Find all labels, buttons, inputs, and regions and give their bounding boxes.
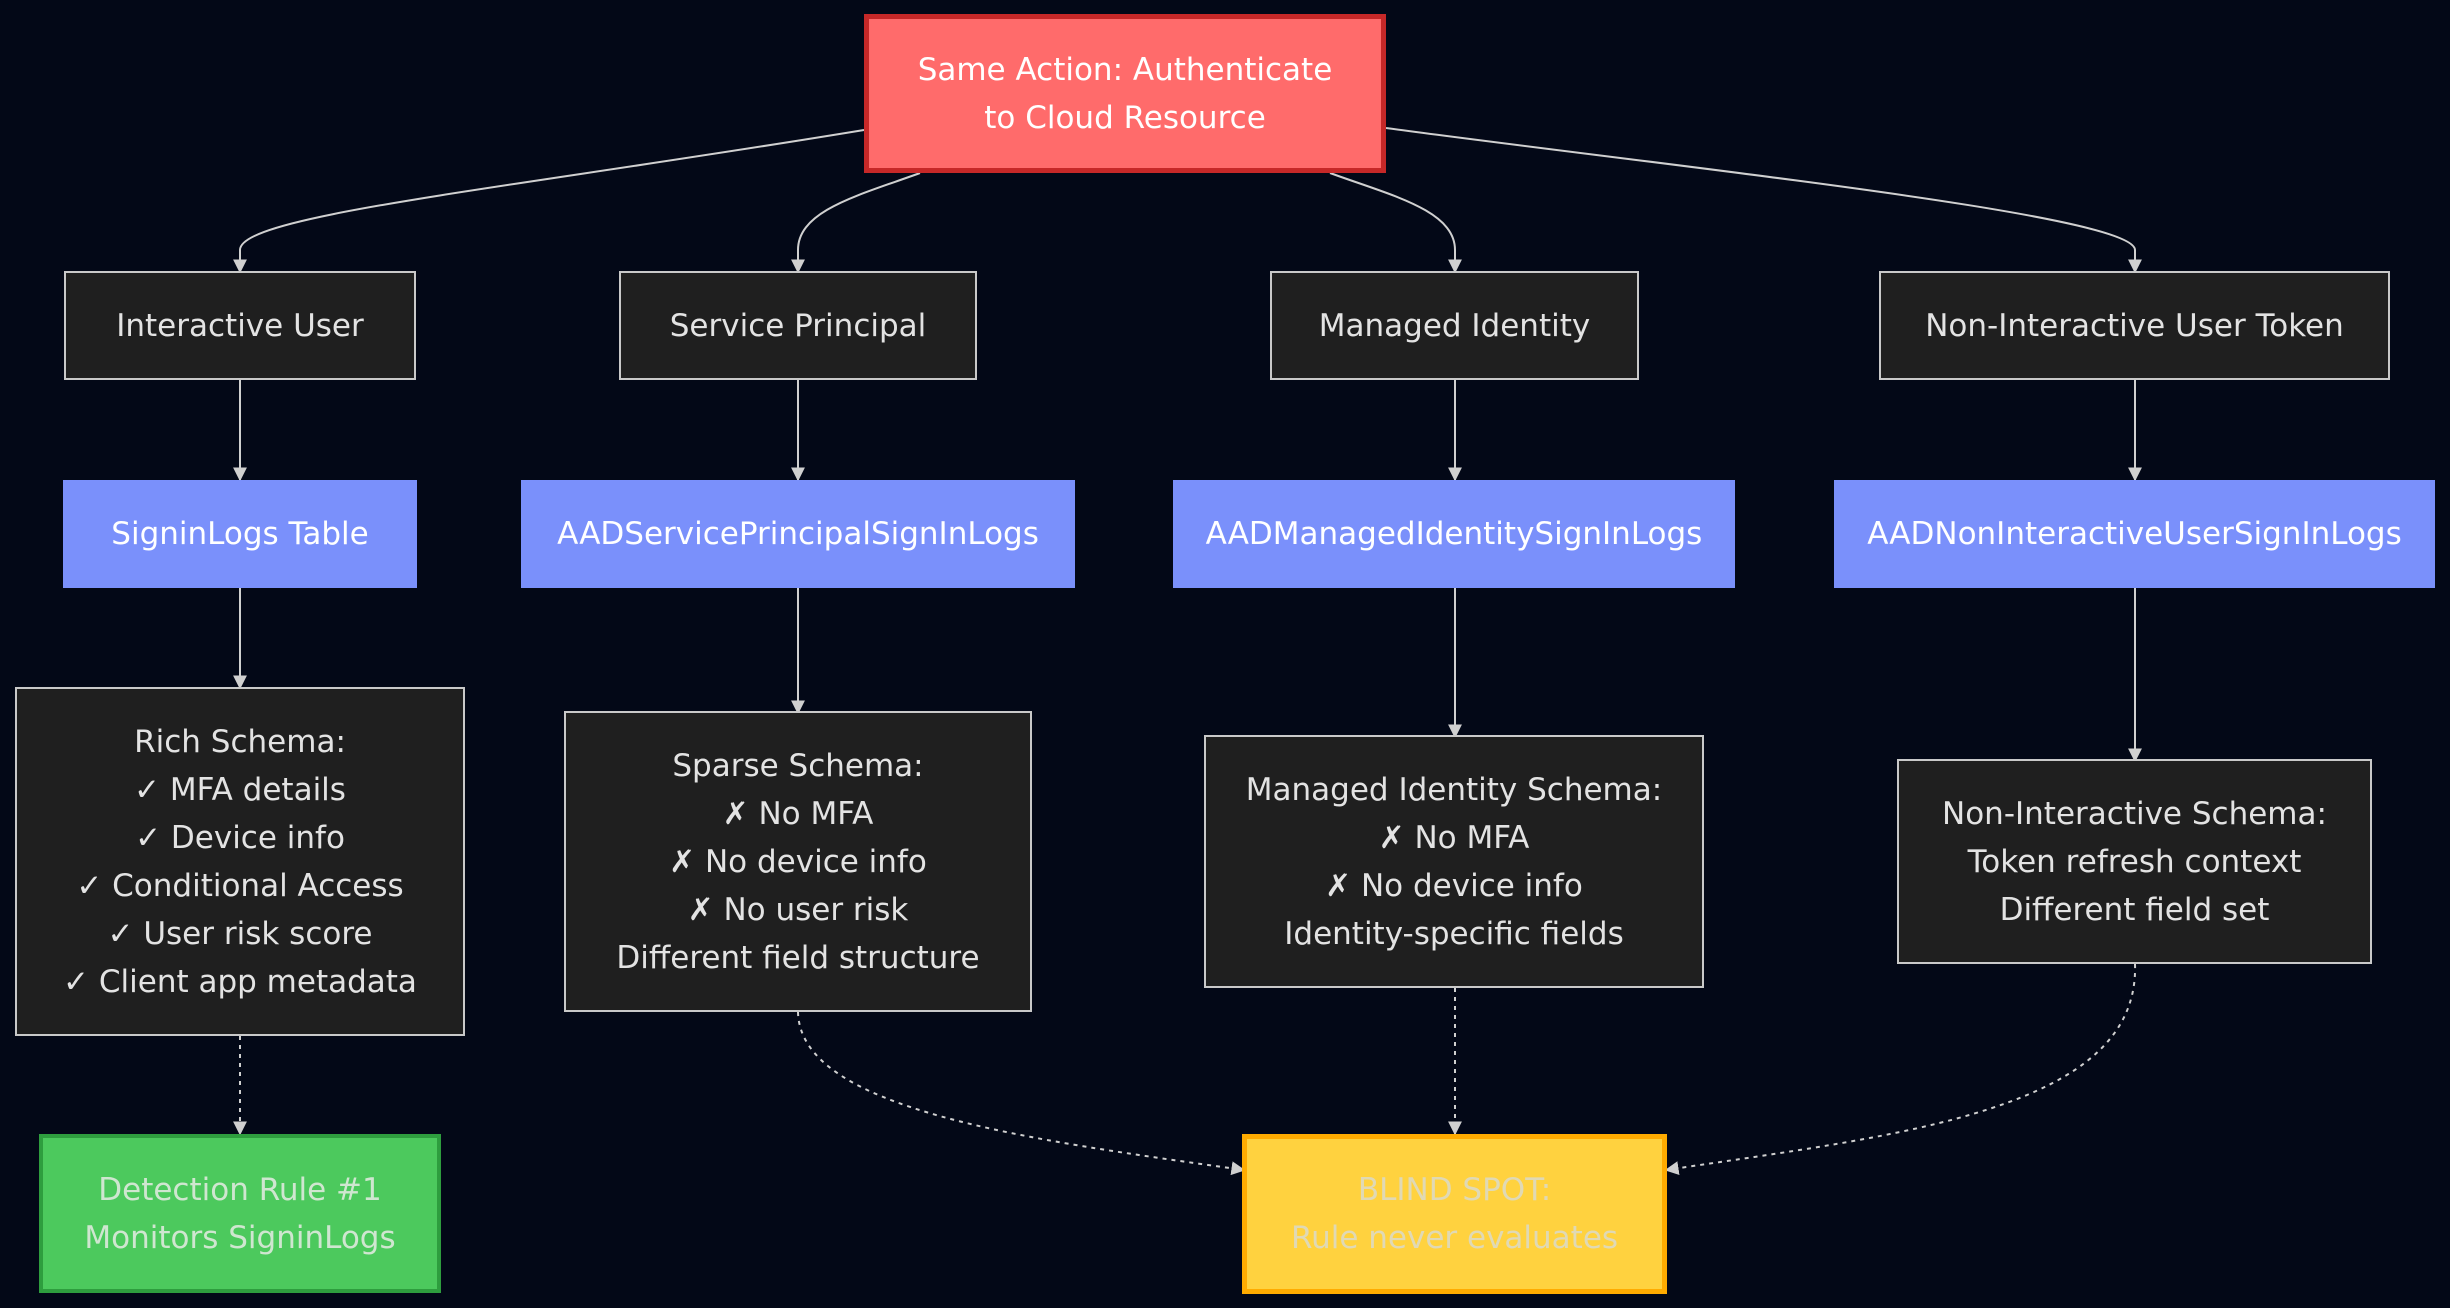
- schema-line: ✗ No device info: [1325, 867, 1583, 904]
- table-label: AADManagedIdentitySignInLogs: [1205, 516, 1703, 552]
- schema-line: Non-Interactive Schema:: [1942, 795, 2327, 832]
- identity-label: Interactive User: [116, 307, 364, 344]
- table-managed-identity-signin-logs: AADManagedIdentitySignInLogs: [1173, 480, 1735, 588]
- schema-line: ✓ MFA details: [134, 771, 346, 808]
- identity-non-interactive-token: Non-Interactive User Token: [1879, 271, 2390, 380]
- schema-line: ✓ Client app metadata: [63, 963, 417, 1000]
- schema-line: Different field set: [1999, 891, 2270, 928]
- schema-line: Different field structure: [616, 939, 980, 976]
- schema-rich: Rich Schema: ✓ MFA details ✓ Device info…: [15, 687, 465, 1036]
- detection-rule-node: Detection Rule #1 Monitors SigninLogs: [39, 1134, 441, 1293]
- table-non-interactive-signin-logs: AADNonInteractiveUserSignInLogs: [1834, 480, 2435, 588]
- identity-label: Non-Interactive User Token: [1925, 307, 2344, 344]
- schema-line: ✓ Conditional Access: [76, 867, 404, 904]
- schema-line: ✗ No MFA: [1378, 819, 1530, 856]
- schema-line: Identity-specific fields: [1284, 915, 1624, 952]
- schema-line: Token refresh context: [1967, 843, 2302, 880]
- schema-line: ✗ No MFA: [722, 795, 874, 832]
- edge-root-to-interactive: [233, 129, 865, 274]
- schema-line: ✓ Device info: [135, 819, 345, 856]
- detection-line-2: Monitors SigninLogs: [84, 1219, 396, 1256]
- schema-non-interactive: Non-Interactive Schema: Token refresh co…: [1897, 759, 2372, 964]
- schema-sparse: Sparse Schema: ✗ No MFA ✗ No device info…: [564, 711, 1032, 1012]
- identity-label: Service Principal: [669, 307, 927, 344]
- identity-label: Managed Identity: [1318, 307, 1591, 344]
- schema-line: Rich Schema:: [134, 723, 346, 760]
- edge-root-to-non-interactive: [1385, 127, 2142, 274]
- identity-service-principal: Service Principal: [619, 271, 977, 380]
- edge-root-to-managed-identity: [1329, 172, 1462, 274]
- blind-spot-node: BLIND SPOT: Rule never evaluates: [1242, 1134, 1667, 1294]
- root-node: Same Action: Authenticate to Cloud Resou…: [864, 14, 1386, 173]
- schema-line: ✓ User risk score: [107, 915, 373, 952]
- blind-spot-line-1: BLIND SPOT:: [1357, 1172, 1552, 1208]
- identity-interactive-user: Interactive User: [64, 271, 416, 380]
- table-label: AADNonInteractiveUserSignInLogs: [1867, 516, 2402, 552]
- schema-line: Sparse Schema:: [672, 747, 924, 784]
- schema-line: Managed Identity Schema:: [1245, 771, 1663, 808]
- detection-line-1: Detection Rule #1: [98, 1171, 382, 1208]
- identity-managed-identity: Managed Identity: [1270, 271, 1639, 380]
- table-signinlogs: SigninLogs Table: [63, 480, 417, 588]
- schema-line: ✗ No user risk: [687, 891, 909, 928]
- table-label: SigninLogs Table: [111, 516, 369, 552]
- schema-managed-identity: Managed Identity Schema: ✗ No MFA ✗ No d…: [1204, 735, 1704, 988]
- table-service-principal-signin-logs: AADServicePrincipalSignInLogs: [521, 480, 1075, 588]
- edge-ni-schema-to-blind-spot: [1664, 963, 2137, 1176]
- edge-sparse-schema-to-blind-spot: [797, 1011, 1246, 1176]
- root-line-2: to Cloud Resource: [984, 99, 1266, 136]
- schema-line: ✗ No device info: [669, 843, 927, 880]
- root-line-1: Same Action: Authenticate: [917, 51, 1333, 88]
- edge-root-to-service-principal: [791, 172, 921, 274]
- table-label: AADServicePrincipalSignInLogs: [557, 516, 1039, 552]
- blind-spot-line-2: Rule never evaluates: [1290, 1220, 1619, 1256]
